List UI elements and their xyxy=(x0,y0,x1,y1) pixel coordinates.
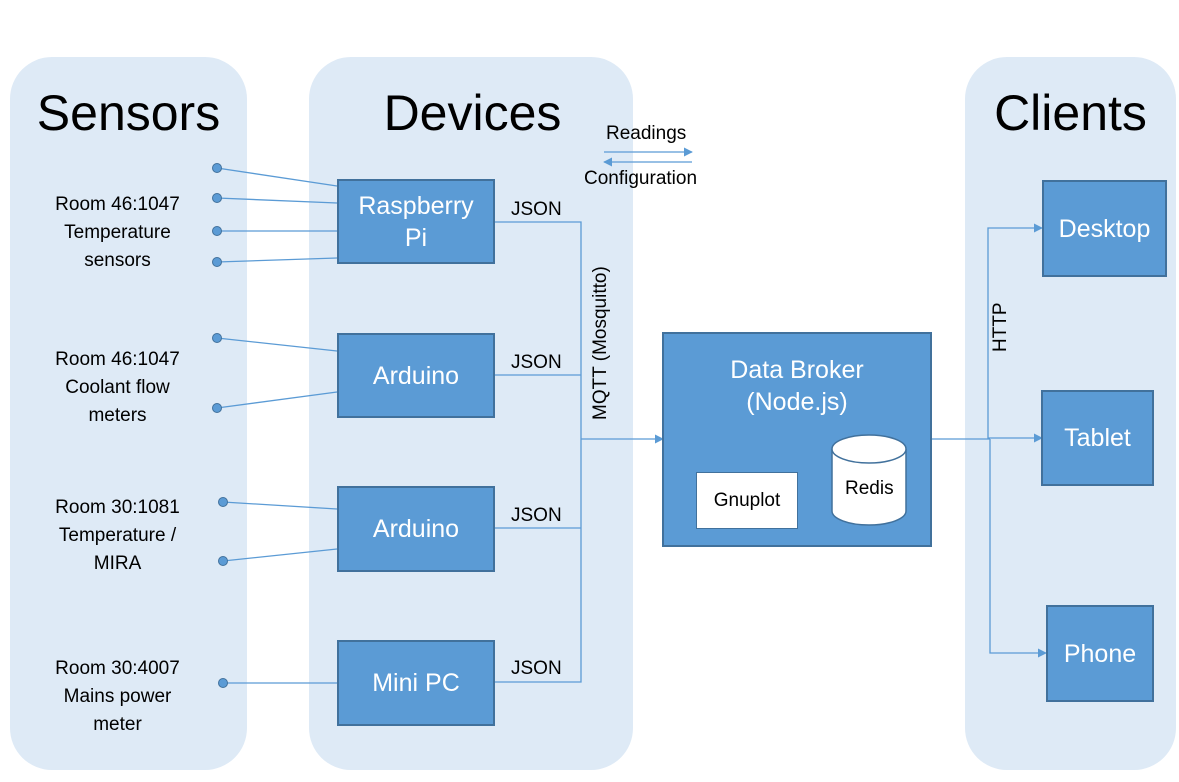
wire-device-1 xyxy=(494,221,582,683)
sensor-node xyxy=(218,497,228,507)
device-mini-pc: Mini PC xyxy=(337,640,495,726)
readings-label: Readings xyxy=(606,123,687,144)
sensor-group-label: Room 30:4007 Mains power meter xyxy=(55,658,180,735)
wire-to-phone xyxy=(989,439,1047,658)
broker-title: Data Broker (Node.js) xyxy=(730,356,864,416)
sensor-node xyxy=(212,226,222,236)
sensors-title: Sensors xyxy=(36,85,221,141)
wire-sensor-5 xyxy=(216,337,338,352)
sensor-group-label: Room 46:1047 Temperature sensors xyxy=(55,194,180,271)
mqtt-label: MQTT (Mosquitto) xyxy=(590,266,611,420)
json-label: JSON xyxy=(511,352,562,373)
sensor-node xyxy=(212,333,222,343)
wire-sensor-8 xyxy=(222,548,338,562)
wire-sensor-7 xyxy=(222,501,338,510)
gnuplot-box: Gnuplot xyxy=(696,472,798,529)
redis-label: Redis xyxy=(845,478,894,499)
client-tablet: Tablet xyxy=(1041,390,1154,486)
sensor-group-label: Room 30:1081 Temperature / MIRA xyxy=(55,497,180,574)
wire-sensor-4 xyxy=(216,257,338,263)
wire-sensor-6 xyxy=(216,391,338,409)
configuration-label: Configuration xyxy=(584,168,698,189)
sensor-node xyxy=(212,193,222,203)
wire-sensor-2 xyxy=(216,197,338,204)
sensor-node xyxy=(218,678,228,688)
client-phone: Phone xyxy=(1046,605,1154,702)
wire-to-desktop xyxy=(987,223,1043,439)
clients-title: Clients xyxy=(994,85,1147,141)
sensors-panel xyxy=(10,57,247,770)
sensor-node xyxy=(218,556,228,566)
device-raspberry-pi: Raspberry Pi xyxy=(337,179,495,264)
http-label: HTTP xyxy=(990,302,1011,352)
devices-title: Devices xyxy=(383,85,562,141)
sensor-node xyxy=(212,163,222,173)
sensor-node xyxy=(212,403,222,413)
device-arduino-2: Arduino xyxy=(337,486,495,572)
json-label: JSON xyxy=(511,658,562,679)
json-label: JSON xyxy=(511,505,562,526)
redis-database-icon xyxy=(831,434,907,526)
json-label: JSON xyxy=(511,199,562,220)
device-arduino-1: Arduino xyxy=(337,333,495,418)
sensor-node xyxy=(212,257,222,267)
wire-sensor-1 xyxy=(216,167,338,187)
client-desktop: Desktop xyxy=(1042,180,1167,277)
sensor-group-label: Room 46:1047 Coolant flow meters xyxy=(55,349,180,426)
